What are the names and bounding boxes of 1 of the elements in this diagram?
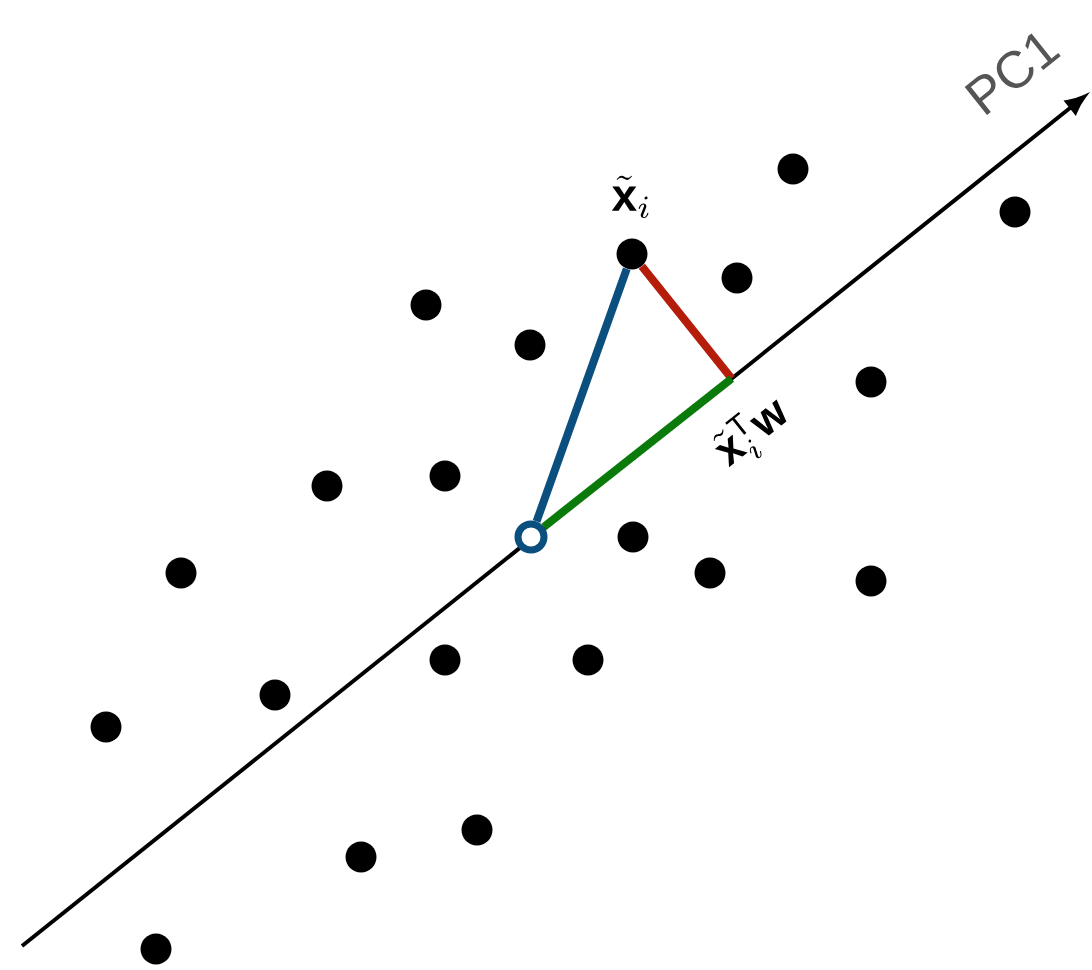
axis-label: PC1 bbox=[964, 33, 1061, 115]
